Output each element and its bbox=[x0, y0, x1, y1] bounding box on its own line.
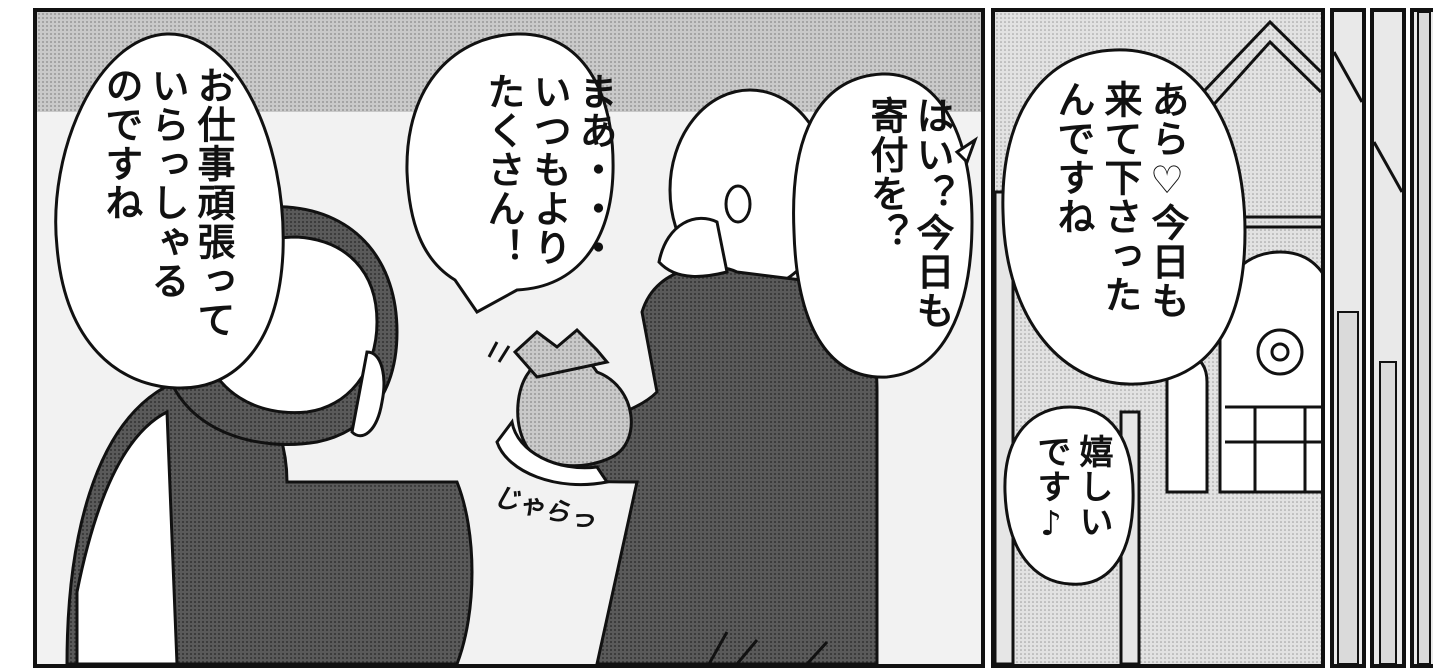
strip-3-art bbox=[1417, 12, 1431, 664]
panel-strip-3 bbox=[1410, 8, 1433, 668]
bubble-shapes bbox=[54, 32, 978, 390]
bubble-2-shape bbox=[405, 32, 615, 314]
coin-bag bbox=[495, 327, 633, 487]
panel-strip-2 bbox=[1370, 8, 1406, 668]
speech-bubble-2-text: まあ・・・いつもよりたくさん！ bbox=[481, 72, 617, 267]
panel-right: あら♡今日も来て下さったんですね 嬉しいです♪ bbox=[991, 8, 1325, 668]
bubble-3-shape bbox=[792, 72, 974, 379]
panel-strip-1 bbox=[1330, 8, 1366, 668]
bubble-5-shape bbox=[1003, 405, 1135, 586]
bubble-4-shape bbox=[1001, 48, 1247, 386]
speech-bubble-5-text: 嬉しいです♪ bbox=[1031, 434, 1113, 545]
speech-bubble-4-text: あら♡今日も来て下さったんですね bbox=[1051, 80, 1189, 320]
panel-left: お仕事頑張っていらっしゃるのですね まあ・・・いつもよりたくさん！ はい？今日も… bbox=[33, 8, 985, 668]
bubble-1-shape bbox=[54, 32, 285, 390]
speech-bubble-3-text: はい？今日も寄付を？ bbox=[864, 96, 954, 330]
speech-bubble-1-text: お仕事頑張っていらっしゃるのですね bbox=[99, 66, 235, 339]
motion-lines bbox=[487, 341, 511, 363]
panel-right-art bbox=[995, 12, 1321, 664]
strip-1-art bbox=[1334, 51, 1362, 664]
panel-left-art bbox=[37, 12, 981, 664]
strip-2-art bbox=[1374, 141, 1402, 664]
